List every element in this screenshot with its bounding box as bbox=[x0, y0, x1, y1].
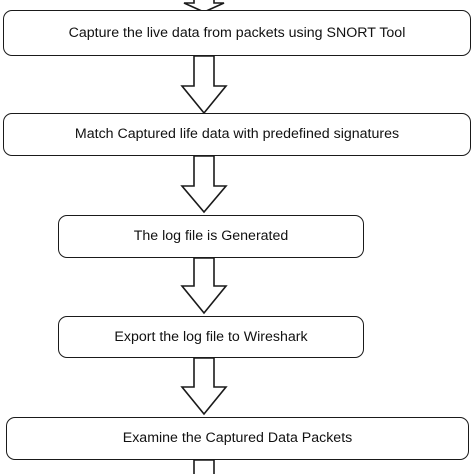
step-label: Export the log file to Wireshark bbox=[114, 328, 308, 345]
step-export-to-wireshark: Export the log file to Wireshark bbox=[58, 316, 364, 358]
flow-arrow-2 bbox=[180, 155, 228, 214]
step-label: Capture the live data from packets using… bbox=[68, 24, 406, 41]
flow-arrow-out-bottom bbox=[193, 459, 215, 474]
step-label: The log file is Generated bbox=[133, 228, 289, 244]
step-label: Examine the Captured Data Packets bbox=[122, 430, 353, 446]
flow-arrow-in-top bbox=[183, 0, 225, 13]
step-match-signatures: Match Captured life data with predefined… bbox=[3, 113, 471, 156]
step-capture-live-data: Capture the live data from packets using… bbox=[3, 10, 471, 56]
step-examine-packets: Examine the Captured Data Packets bbox=[6, 417, 469, 460]
flow-arrow-3 bbox=[180, 257, 228, 315]
flow-arrow-4 bbox=[180, 357, 228, 416]
flow-arrow-1 bbox=[180, 55, 228, 115]
step-log-file-generated: The log file is Generated bbox=[58, 215, 364, 258]
step-label: Match Captured life data with predefined… bbox=[74, 126, 400, 142]
